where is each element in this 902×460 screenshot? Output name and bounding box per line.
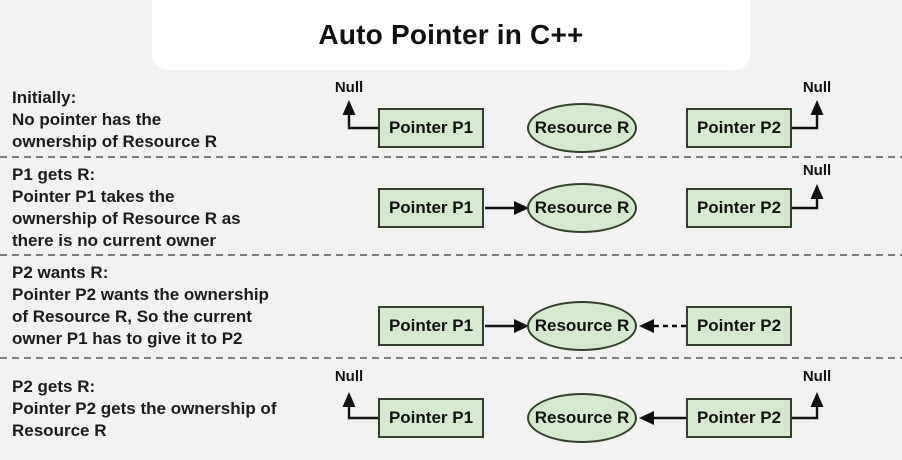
pointer-p1-node: Pointer P1 <box>378 306 484 346</box>
null-label: Null <box>334 368 364 385</box>
caption-line: P1 gets R: <box>12 165 96 184</box>
caption-line: Pointer P2 gets the ownership of <box>12 399 277 418</box>
caption-line: ownership of Resource R as <box>12 209 241 228</box>
caption-line: of Resource R, So the current <box>12 307 252 326</box>
row1-p2-to-null-connector <box>789 100 824 130</box>
caption-line: P2 gets R: <box>12 377 96 396</box>
pointer-p2-node: Pointer P2 <box>686 188 792 228</box>
caption-line: P2 wants R: <box>12 263 109 282</box>
row4-p1-to-null-connector <box>342 392 379 420</box>
pointer-p2-node: Pointer P2 <box>686 398 792 438</box>
row4-p2-to-null-connector <box>790 392 824 420</box>
resource-r-node: Resource R <box>527 103 637 153</box>
row1-p1-to-null-connector <box>342 100 379 130</box>
caption-p2-wants-r: P2 wants R: Pointer P2 wants the ownersh… <box>12 262 269 350</box>
caption-line: owner P1 has to give it to P2 <box>12 329 243 348</box>
row3-p1-to-resource-arrow <box>485 319 529 333</box>
title-card: Auto Pointer in C++ <box>152 0 750 70</box>
page-title: Auto Pointer in C++ <box>318 19 584 50</box>
row2-p2-to-null-connector <box>789 184 824 210</box>
caption-line: Pointer P2 wants the ownership <box>12 285 269 304</box>
pointer-p1-node: Pointer P1 <box>378 398 484 438</box>
null-label: Null <box>802 162 832 179</box>
caption-line: there is no current owner <box>12 231 217 250</box>
caption-line: ownership of Resource R <box>12 132 217 151</box>
pointer-p1-node: Pointer P1 <box>378 188 484 228</box>
caption-line: Initially: <box>12 88 77 107</box>
resource-r-node: Resource R <box>527 301 637 351</box>
caption-p2-gets-r: P2 gets R: Pointer P2 gets the ownership… <box>12 376 276 442</box>
caption-line: Resource R <box>12 421 107 440</box>
row3-p2-to-resource-dashed-arrow <box>639 319 686 333</box>
pointer-p2-node: Pointer P2 <box>686 306 792 346</box>
resource-r-node: Resource R <box>527 183 637 233</box>
caption-line: No pointer has the <box>12 110 162 129</box>
pointer-p2-node: Pointer P2 <box>686 108 792 148</box>
null-label: Null <box>334 79 364 96</box>
caption-initially: Initially: No pointer has the ownership … <box>12 87 217 153</box>
caption-p1-gets-r: P1 gets R: Pointer P1 takes the ownershi… <box>12 164 241 252</box>
resource-r-node: Resource R <box>527 393 637 443</box>
null-label: Null <box>802 79 832 96</box>
row4-p2-to-resource-arrow <box>639 411 686 425</box>
null-label: Null <box>802 368 832 385</box>
row2-p1-to-resource-arrow <box>485 201 529 215</box>
caption-line: Pointer P1 takes the <box>12 187 175 206</box>
pointer-p1-node: Pointer P1 <box>378 108 484 148</box>
